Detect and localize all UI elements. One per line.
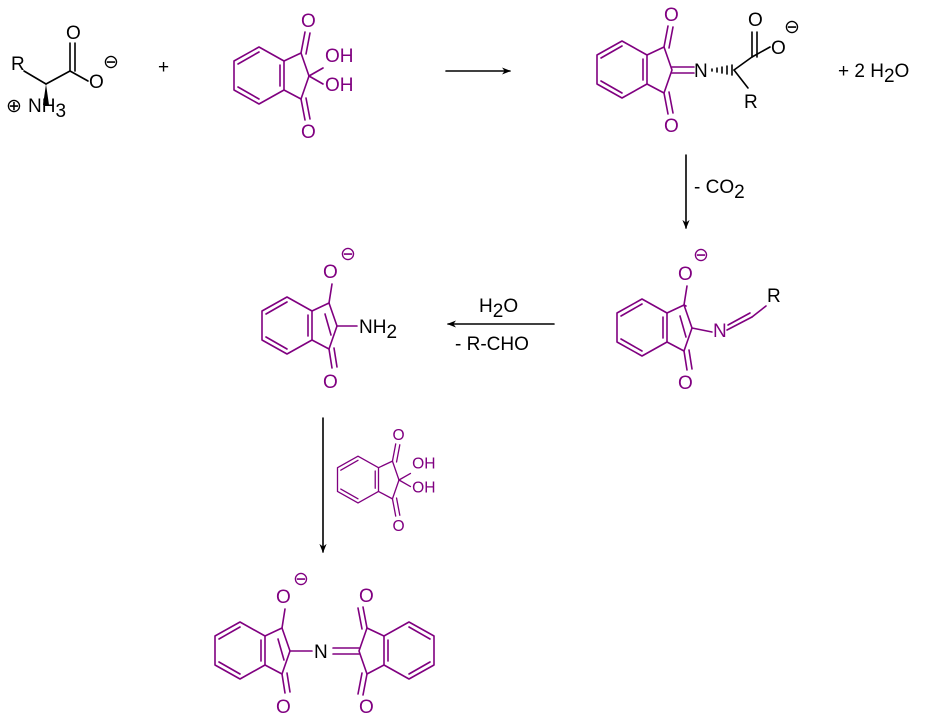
reagent-hydroxyl-top: OH (412, 456, 435, 473)
reagent-carbonyl-top: O (392, 427, 404, 444)
imine-r-group: R (744, 92, 758, 113)
ruhemann-enolate-charge: ⊖ (293, 569, 309, 590)
imine-intermediate: O O N O O ⊖ R (596, 5, 800, 137)
ninhydrin-hydroxyl-top: OH (325, 46, 354, 67)
carboxylate-charge: ⊖ (103, 52, 119, 73)
aminoindenone-enolate: O ⊖ O NH2 (261, 244, 397, 393)
ruhemann-right-half (332, 606, 435, 696)
aminoindenone-amine: NH2 (359, 317, 397, 343)
hydrolysis-loss-label: - R-CHO (455, 334, 529, 355)
aldimine-r-group: R (767, 286, 781, 307)
hydrolysis-water-label: H2O (479, 296, 518, 322)
imine-carbonyl-bottom: O (664, 116, 679, 137)
ruhemann-left-carbonyl-bottom: O (276, 697, 291, 718)
decarboxylation-label: - CO2 (694, 177, 745, 203)
imine-carboxylate-oxygen-minus: O (771, 38, 786, 59)
reactant-plus-sign: + (158, 57, 169, 78)
ninhydrin-carbonyl-bottom: O (301, 122, 316, 143)
ammonium-label: NH3 (28, 96, 66, 122)
aminoindenone-enolate-oxygen: O (323, 262, 338, 283)
imine-carboxylate-charge: ⊖ (784, 17, 800, 38)
carboxylate-oxygen-minus: O (89, 72, 104, 93)
ruhemann-right-carbonyl-top: O (359, 586, 374, 607)
ninhydrin-hydroxyl-bottom: OH (325, 75, 354, 96)
ruhemann-bridge-nitrogen: N (314, 642, 328, 663)
aminoindenone-enolate-charge: ⊖ (340, 244, 356, 265)
imine-carbonyl-top: O (664, 5, 679, 26)
ruhemann-right-carbonyl-bottom: O (359, 697, 374, 718)
enolate-aldimine: O ⊖ O N R (616, 245, 781, 394)
ninhydrin-molecule: O O OH OH (233, 11, 354, 143)
aldimine-enolate-charge: ⊖ (693, 245, 709, 266)
aldimine-nitrogen: N (713, 321, 727, 342)
ruhemann-left-half: O ⊖ O (214, 569, 313, 718)
aminoindenone-carbonyl-bottom: O (323, 372, 338, 393)
ninhydrin-reagent-small: O O OH OH (336, 427, 435, 535)
ammonium-charge: ⊕ (6, 96, 22, 117)
amino-acid-zwitterion: R O O ⊖ ⊕ NH3 (6, 23, 119, 122)
aldimine-carbonyl-bottom: O (678, 373, 693, 394)
ninhydrin-carbonyl-top: O (301, 11, 316, 32)
reagent-hydroxyl-bottom: OH (412, 479, 435, 496)
hashed-wedge-bond (711, 64, 733, 76)
r-group-label: R (11, 54, 25, 75)
ruhemann-enolate-oxygen: O (276, 587, 291, 608)
aldimine-enolate-oxygen: O (678, 264, 693, 285)
water-byproduct: + 2 H2O (838, 61, 909, 87)
ruhemanns-purple: O ⊖ O N O O (214, 569, 435, 718)
carboxylate-oxygen-top: O (66, 23, 81, 44)
reagent-carbonyl-bottom: O (392, 518, 404, 535)
imine-carboxylate-oxygen-top: O (748, 10, 763, 31)
imine-nitrogen: N (694, 61, 708, 82)
